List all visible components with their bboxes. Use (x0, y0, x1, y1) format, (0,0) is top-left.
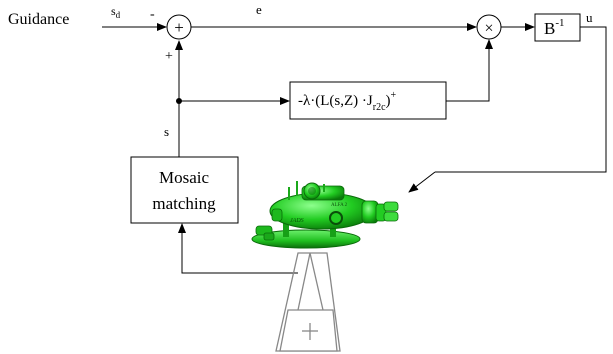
gain-text: -λ·(L(s,Z) ·Jr2c)+ (298, 90, 397, 113)
sd-sub: d (116, 10, 121, 20)
gain-sup: + (391, 90, 397, 101)
vehicle-side-text: JADS (290, 218, 304, 224)
sum-operator: + (174, 18, 184, 37)
underwater-vehicle: ALFA 2 JADS (251, 181, 399, 249)
gain-to-product-line (446, 39, 493, 102)
binv-main: B (544, 19, 555, 38)
vehicle-porthole (329, 211, 343, 225)
u-feed-line (435, 26, 607, 173)
mosaic-line2: matching (152, 194, 216, 213)
u-label: u (586, 10, 593, 25)
gain-suffix: ) (386, 93, 391, 109)
plus-sign: + (165, 49, 173, 64)
sd-label: sd (111, 4, 121, 20)
mosaic-line1: Mosaic (159, 168, 210, 187)
e-label: e (256, 2, 262, 17)
u-to-vehicle-arrow (408, 171, 436, 193)
camera-frustum (275, 252, 341, 352)
camera-to-mosaic-line (178, 223, 298, 274)
sd-main: s (111, 4, 116, 18)
binv-text: B-1 (544, 17, 565, 38)
minus-sign: - (150, 7, 155, 22)
gain-sub: r2c (373, 102, 386, 113)
binv-sup: -1 (555, 17, 564, 29)
vehicle-label: ALFA 2 (331, 203, 348, 208)
mosaic-block (130, 156, 239, 224)
product-operator: × (484, 20, 493, 37)
guidance-label: Guidance (8, 11, 69, 28)
gain-prefix: -λ·(L(s,Z) ·J (298, 93, 373, 109)
s-label: s (164, 124, 169, 139)
